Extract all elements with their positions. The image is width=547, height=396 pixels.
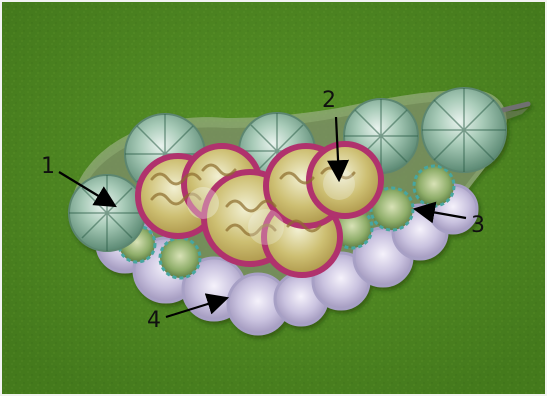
callout-1-label: 1 [41,154,55,179]
callout-4-label: 4 [147,308,161,333]
callout-2-label: 2 [322,88,336,113]
callout-3-label: 3 [471,213,485,238]
